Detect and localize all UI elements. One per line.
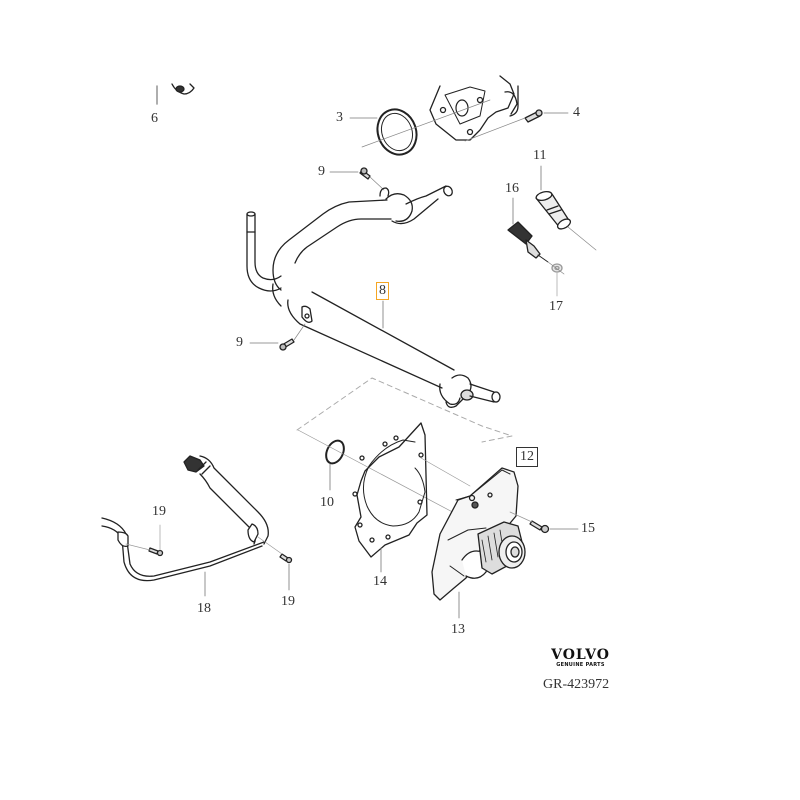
- part-10-o-ring[interactable]: [323, 438, 348, 467]
- callout-4[interactable]: 4: [573, 105, 580, 120]
- leader-15-axis: [509, 511, 533, 523]
- callout-14[interactable]: 14: [373, 574, 387, 589]
- part-19-bolt-left[interactable]: [148, 547, 164, 557]
- part-17-sealing-washer[interactable]: [551, 263, 563, 273]
- part-16-temperature-sensor[interactable]: [507, 221, 549, 263]
- part-11-sensor-adapter[interactable]: [535, 190, 572, 231]
- part-9-bolt-upper[interactable]: [359, 167, 371, 180]
- callout-8[interactable]: 8: [376, 282, 389, 300]
- diagram-id: GR-423972: [543, 677, 610, 692]
- leader-3-axis: [361, 99, 491, 148]
- brand-logo: VOLVO GENUINE PARTS: [543, 648, 618, 669]
- callout-17[interactable]: 17: [549, 299, 563, 314]
- brand-subtitle: GENUINE PARTS: [556, 662, 605, 668]
- part-8-coolant-pipe[interactable]: [246, 185, 501, 408]
- callout-9-upper[interactable]: 9: [318, 164, 325, 179]
- part-18-coolant-pipe-lower[interactable]: [101, 455, 269, 582]
- callout-10[interactable]: 10: [320, 495, 334, 510]
- leader-17-axis: [547, 261, 565, 275]
- part-19-bolt-right[interactable]: [279, 553, 293, 564]
- callout-6[interactable]: 6: [151, 111, 158, 126]
- leader-10-axis: [297, 429, 461, 517]
- leader-4-axis: [464, 117, 526, 142]
- callout-19-right[interactable]: 19: [281, 594, 295, 609]
- part-6-hose-fitting[interactable]: [171, 83, 195, 95]
- callout-12[interactable]: 12: [516, 447, 538, 467]
- callout-19-left[interactable]: 19: [152, 504, 166, 519]
- callout-18[interactable]: 18: [197, 601, 211, 616]
- brand-name: VOLVO: [551, 647, 610, 663]
- leader-9-lower-axis: [293, 323, 306, 341]
- callout-3[interactable]: 3: [336, 110, 343, 125]
- callout-15[interactable]: 15: [581, 521, 595, 536]
- part-4-bolt[interactable]: [524, 109, 543, 123]
- callout-13[interactable]: 13: [451, 622, 465, 637]
- part-13-water-pump[interactable]: [431, 467, 526, 601]
- callout-11[interactable]: 11: [533, 148, 547, 163]
- callout-16[interactable]: 16: [505, 181, 519, 196]
- callout-9-lower[interactable]: 9: [236, 335, 243, 350]
- part-9-bolt-lower[interactable]: [279, 338, 295, 351]
- assembly-outline-dashed: [296, 377, 513, 443]
- leader-12-axis: [420, 457, 471, 487]
- part-15-bolt[interactable]: [529, 520, 550, 534]
- thermostat-housing[interactable]: [429, 75, 519, 141]
- part-3-seal-ring[interactable]: [371, 104, 422, 160]
- leader-9-upper-axis: [369, 176, 385, 191]
- part-14-gasket[interactable]: [352, 422, 428, 558]
- leader-19-right-axis: [257, 536, 283, 555]
- leader-11-axis: [567, 226, 597, 251]
- leader-19-left-axis: [125, 543, 151, 551]
